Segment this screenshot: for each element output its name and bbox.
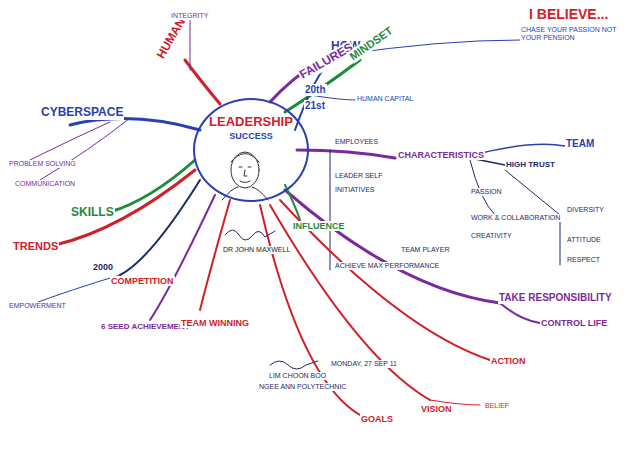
branch-label: CONTROL LIFE <box>540 318 608 328</box>
branch-label: VISION <box>420 404 453 414</box>
branch-label: DR JOHN MAXWELL <box>222 246 291 254</box>
branch-label: HUMAN CAPITAL <box>356 95 414 103</box>
branch-label: NGEE ANN POLYTECHNIC <box>258 383 347 391</box>
branch-label: INITIATIVES <box>334 186 376 194</box>
branch-label: FAILURES <box>297 40 357 83</box>
branch-label: HUMAN <box>154 15 189 62</box>
branch-label: PASSION <box>470 188 503 196</box>
branch-label: ACTION <box>490 356 527 366</box>
center-subtitle: SUCCESS <box>195 131 307 141</box>
branch-label: LEADER SELF <box>334 172 383 180</box>
branch-label: DIVERSITY <box>566 206 605 214</box>
center-circle: LEADERSHIP SUCCESS <box>193 98 309 202</box>
branch-label: I BELIEVE... <box>528 6 609 22</box>
branch-label: COMMUNICATION <box>14 180 76 188</box>
branch-label: TEAM WINNING <box>180 318 250 328</box>
branch-label: GOALS <box>360 414 394 424</box>
branch-label: 2000 <box>92 262 114 272</box>
branch-label: ATTITUDE <box>566 236 602 244</box>
branch-label: CREATIVITY <box>470 232 513 240</box>
branch-label: CHARACTERISTICS <box>397 150 485 160</box>
branch-label: INTEGRITY <box>170 12 209 20</box>
branch-label: PROBLEM SOLVING <box>8 160 77 168</box>
branch-label: HIGH TRUST <box>505 160 556 169</box>
branch-label: MONDAY, 27 SEP 11 <box>330 360 398 368</box>
branch-label: CHASE YOUR PASSION NOT YOUR PENSION <box>520 26 632 42</box>
branch-label: WORK & COLLABORATION <box>470 214 561 222</box>
branch-label: 6 SEED ACHIEVEMENT <box>100 322 191 331</box>
branch-label: LIM CHOON BOO <box>268 372 327 380</box>
branch-label: TRENDS <box>12 240 59 253</box>
branch-label: RESPECT <box>566 256 601 264</box>
branch-label: TEAM PLAYER <box>400 246 451 254</box>
branch-label: BELIEF <box>484 402 510 410</box>
branch-label: INFLUENCE <box>292 221 346 231</box>
branch-label: 20th <box>304 84 327 96</box>
branch-label: 21st <box>304 100 326 112</box>
branch-label: CYBERSPACE <box>40 106 124 120</box>
branch-label: COMPETITION <box>110 276 175 286</box>
branch-label: EMPLOYEES <box>334 138 379 146</box>
branch-label: TAKE RESPONSIBILITY <box>498 292 613 304</box>
branch-label: ACHIEVE MAX PERFORMANCE <box>334 262 440 270</box>
branch-label: TEAM <box>565 138 595 150</box>
branch-label: SKILLS <box>70 206 115 220</box>
center-title: LEADERSHIP <box>195 114 307 129</box>
branch-label: EMPOWERMENT <box>8 302 67 310</box>
